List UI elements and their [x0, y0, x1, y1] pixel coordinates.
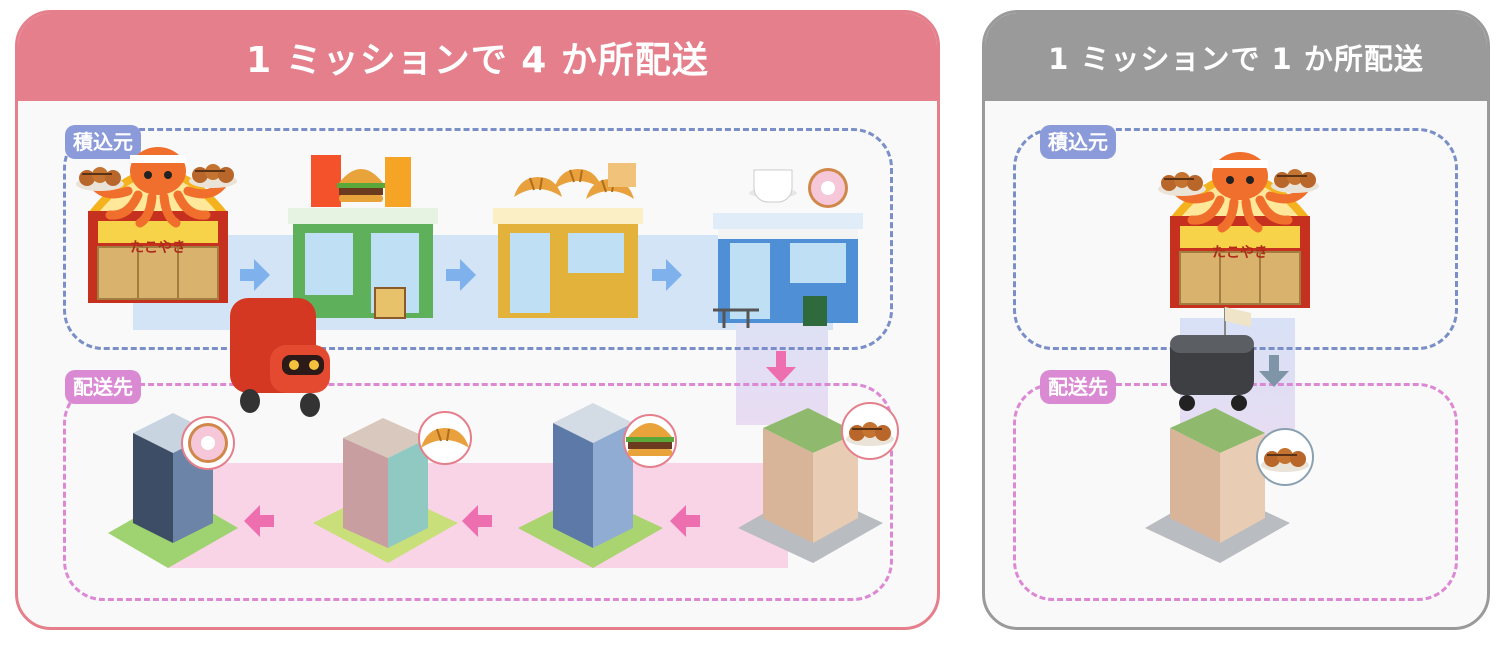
shop-sign: たこやき: [130, 240, 186, 256]
destination-zone: [63, 383, 893, 601]
four-stop-mission-panel: 1 ミッションで 4 か所配送 積込元 配送先: [15, 10, 940, 630]
destination-label: 配送先: [65, 370, 141, 404]
source-zone: [63, 128, 893, 350]
source-label: 積込元: [1040, 125, 1116, 159]
pickup-arrows: [240, 259, 682, 291]
down-arrow: [766, 351, 796, 383]
cafe-shop-icon: [713, 168, 863, 328]
delivery-robot-icon: [230, 298, 330, 417]
delivery-arrows: [244, 505, 700, 537]
burger-shop-icon: [288, 155, 438, 319]
delivery-robot-icon: [1170, 307, 1254, 411]
single-stop-mission-panel: 1 ミッションで 1 か所配送 積込元 配送先 たこやき: [982, 10, 1490, 630]
shop-sign: たこやき: [1212, 245, 1268, 261]
office-tower-building-icon: [108, 413, 238, 568]
hotel-building-icon: [1145, 408, 1314, 563]
apartment-building-icon: [313, 411, 472, 563]
bakery-shop-icon: [493, 163, 643, 318]
hotel-building-icon: [738, 402, 899, 563]
down-arrow: [1259, 355, 1289, 387]
source-label: 積込元: [65, 125, 141, 159]
panel-title: 1 ミッションで 1 か所配送: [985, 13, 1487, 101]
office-building-icon: [518, 403, 677, 568]
four-stop-illustration: [75, 13, 899, 568]
takoyaki-shop-icon: [1157, 152, 1320, 308]
panel-title: 1 ミッションで 4 か所配送: [18, 13, 937, 101]
takoyaki-shop-icon: [75, 147, 238, 303]
destination-label: 配送先: [1040, 370, 1116, 404]
single-stop-illustration: [1145, 13, 1320, 563]
